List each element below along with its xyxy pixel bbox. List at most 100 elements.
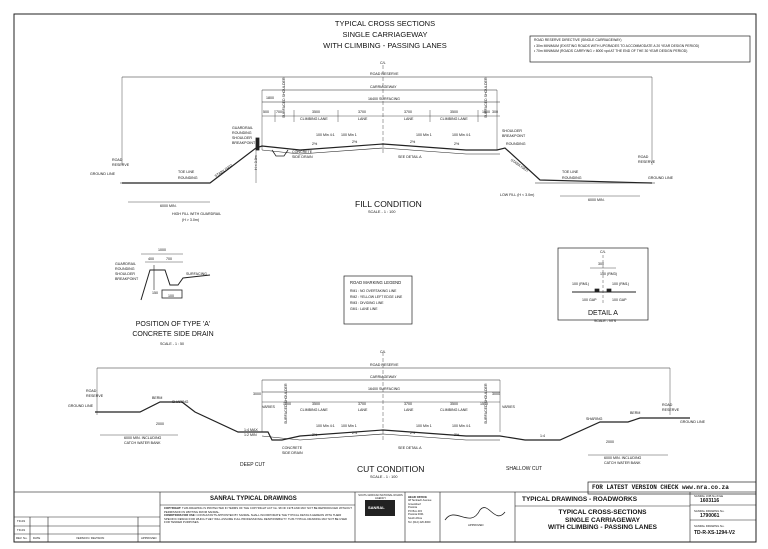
sanral-logo <box>365 500 395 516</box>
drain-title-line: POSITION OF TYPE 'A' <box>135 321 211 328</box>
fill-h-dim: H < 3.0m <box>254 155 258 170</box>
legend-items: RM1 : NO OVERTAKING LINE RM2 : YELLOW LE… <box>350 288 402 312</box>
fill-surfacing-label: 16400 SURFACING <box>368 97 400 101</box>
drain-rounding: ROUNDING <box>115 267 135 271</box>
fill-lane-label: CLIMBING LANE <box>440 117 468 121</box>
fill-shoulder-label: SURFACED SHOULDER <box>282 77 286 118</box>
cut-max-l2: 1:2 MIN <box>244 433 257 437</box>
cut-concrete: CONCRETE <box>282 446 303 450</box>
directive-item: 70m MINIMUM (ROADS CARRYING > 8000 vpd A… <box>536 49 688 53</box>
directive-box <box>529 35 751 63</box>
detail-title: DETAIL A <box>588 310 618 317</box>
fill-6000-r: 6000 MIN. <box>588 198 605 202</box>
fill-ground-line-l: GROUND LINE <box>90 172 115 176</box>
tb-agency: SOUTH AFRICAN NATIONAL ROADS AGENCY <box>358 494 403 500</box>
fill-dim-label: 3700 <box>358 110 366 114</box>
tb-office-line: Pretoria <box>408 506 418 510</box>
fill-title: FILL CONDITION <box>355 199 422 209</box>
tb-office-line: Tel: (012) 426-6000 <box>408 520 431 524</box>
directive-heading: ROAD RESERVE DIRECTIVE (SINGLE CARRIAGEW… <box>534 38 622 42</box>
fill-pct-label: 2% <box>352 140 358 144</box>
tb-rev-row: TD-R1 <box>17 519 26 523</box>
tb-approved-sig: APPROVED <box>468 523 484 527</box>
fill-slope-label: 100 Min 4:1 <box>316 133 335 137</box>
cut-surfacing-label: 16400 SURFACING <box>368 387 400 391</box>
cut-pct-label: 2% <box>410 431 416 435</box>
cut-pct-label: 2% <box>312 433 318 437</box>
cut-lane-label: LANE <box>358 408 368 412</box>
cut-deep-cut: DEEP CUT <box>240 462 266 468</box>
fill-toe-line-l: TOE LINE <box>178 170 195 174</box>
cut-slope-label: 100 Min 1 <box>341 424 357 428</box>
title-line: WITH CLIMBING - PASSING LANES <box>323 41 447 50</box>
tb-office-head: HEAD OFFICE <box>408 495 427 499</box>
cut-shoulder-label: SURFACED SHOULDER <box>484 383 488 424</box>
tb-approved-label: APPROVED <box>141 536 157 540</box>
fill-shoulder-bp-label: SHOULDER <box>232 136 252 140</box>
tb-rev-row: TD-R1 <box>17 528 26 532</box>
drain-dim: 400 <box>148 257 154 261</box>
cut-road-reserve-l2: RESERVE <box>86 394 104 398</box>
fill-pct-label: 2% <box>454 142 460 146</box>
tb-main-header: TYPICAL DRAWINGS - ROADWORKS <box>522 496 638 503</box>
fill-dim-label: 1500 <box>482 110 490 114</box>
cut-dim: 3700 <box>404 402 412 406</box>
legend-title: ROAD MARKING LEGEND <box>350 280 402 285</box>
cut-road-reserve-label: ROAD RESERVE <box>370 363 399 367</box>
tb-conditions-head: CONDITIONS FOR USE: <box>164 513 196 517</box>
fill-shoulder-label: SURFACED SHOULDER <box>484 77 488 118</box>
drain-title: POSITION OF TYPE 'A' CONCRETE SIDE DRAIN <box>128 320 218 340</box>
cut-dim: 3700 <box>358 402 366 406</box>
fill-road-reserve-r: ROAD <box>638 155 649 159</box>
cut-ground-line-r: GROUND LINE <box>680 420 705 424</box>
fill-dim-label: 3700 <box>404 110 412 114</box>
fill-carriageway-label: CARRIAGEWAY <box>370 85 397 89</box>
title-line: TYPICAL CROSS SECTIONS <box>334 19 436 28</box>
fill-breakpoint-label: BREAKPOINT <box>232 141 256 145</box>
cut-carriageway-label: CARRIAGEWAY <box>370 375 397 379</box>
tb-main-title: TYPICAL CROSS-SECTIONS SINGLE CARRIAGEWA… <box>515 509 690 532</box>
fill-road-reserve-l2: RESERVE <box>112 163 130 167</box>
cut-varies: VARIES <box>262 405 275 409</box>
fill-shoulder-r-label: SHOULDER <box>502 129 522 133</box>
cut-6000-r: 6000 MIN. INCLUDING <box>604 456 642 460</box>
cut-dim: 3500 <box>450 402 458 406</box>
cut-ground-line-l: GROUND LINE <box>68 404 93 408</box>
tb-office-line: PO Box 415 <box>408 509 422 513</box>
drain-surfacing: SURFACING <box>186 272 207 276</box>
fill-lane-label: LANE <box>404 117 414 121</box>
tb-main-title-line: WITH CLIMBING - PASSING LANES <box>548 524 657 531</box>
detail-a <box>572 255 636 305</box>
tb-ref-label: SANRAL DRAWING No. <box>694 524 725 528</box>
detail-gap: 100 GAP <box>582 298 597 302</box>
drain-dim: 100 <box>168 294 174 298</box>
drain-guardrail: GUARDRAIL <box>115 262 136 266</box>
fill-toe-rounding-l: ROUNDING <box>178 176 198 180</box>
cut-side-drain: SIDE DRAIN <box>282 451 303 455</box>
cut-sharing-l: SHARING <box>172 400 189 404</box>
cut-section <box>95 352 690 456</box>
cut-berm-l: BERM <box>152 396 163 400</box>
cut-catch-l: CATCH WATER BANK <box>124 441 161 445</box>
fill-dim-label: 1800 <box>266 96 274 100</box>
detail-dim: 100 (RM1) <box>612 282 629 286</box>
fill-dim-label: 3500 <box>312 110 320 114</box>
tb-drawings-title: SANRAL TYPICAL DRAWINGS <box>210 496 297 502</box>
fill-pct-label: 2% <box>410 140 416 144</box>
cut-sharing-r: SHARING <box>586 417 603 421</box>
fill-pct-label: 2% <box>312 142 318 146</box>
cut-dim: 2000 <box>156 422 164 426</box>
fill-slope-label: 100 Min 1 <box>416 133 432 137</box>
tb-copyright: COPYRIGHT: THIS DRAWING IS PROTECTED IN … <box>164 506 352 525</box>
tb-main-title-line: SINGLE CARRIAGEWAY <box>565 516 640 524</box>
cut-pct-label: 2% <box>352 431 358 435</box>
cut-dim: 1500 <box>480 402 488 406</box>
fill-high-fill2: (H > 3.0m) <box>182 218 200 222</box>
signature-mark <box>444 507 506 521</box>
tb-ref-no: TD-R-XS-1294-V2 <box>694 530 735 536</box>
detail-box <box>557 247 649 321</box>
fill-high-fill: HIGH FILL WITH GUARDRAIL <box>172 212 222 216</box>
title-block-lines <box>13 491 757 543</box>
tb-job-label: SANRAL JOB No./FILE <box>694 494 724 498</box>
